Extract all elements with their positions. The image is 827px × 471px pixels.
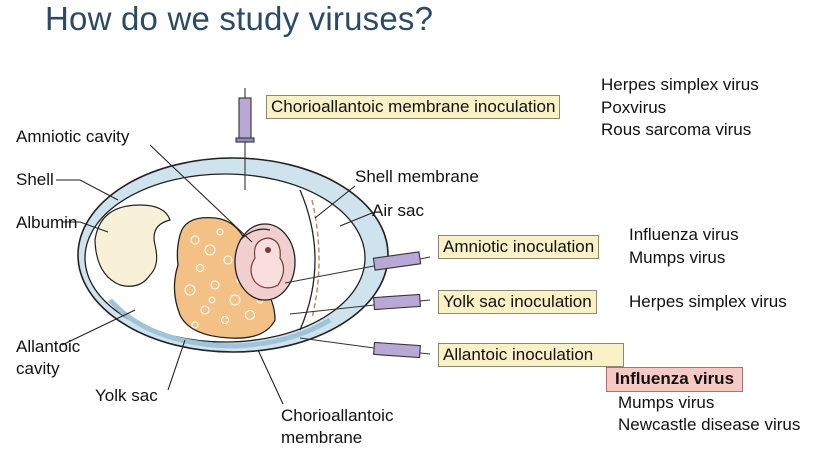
virus-item: Influenza virus (629, 225, 739, 244)
syringe-yolk (289, 293, 431, 315)
virus-item: Herpes simplex virus (601, 75, 759, 94)
yolk-sac (173, 216, 276, 339)
virus-list-allantoic: Influenza virus Mumps virus Newcastle di… (606, 367, 801, 437)
chorio-band (108, 298, 332, 349)
label-chorioallantoic-1: Chorioallantoic (281, 406, 394, 425)
label-amniotic-cavity: Amniotic cavity (16, 127, 130, 146)
embryo-eye (265, 247, 271, 253)
virus-list-yolk: Herpes simplex virus (629, 291, 787, 314)
virus-item: Herpes simplex virus (629, 292, 787, 311)
label-yolk-sac: Yolk sac (95, 386, 158, 405)
virus-item: Mumps virus (618, 392, 715, 412)
label-albumin: Albumin (16, 213, 78, 232)
syringe-allantoic (299, 337, 431, 359)
syringe-amniotic (284, 251, 431, 284)
label-chorioallantoic-2: membrane (281, 428, 363, 447)
page-title: How do we study viruses? (45, 0, 434, 37)
box-amniotic-inoculation: Amniotic inoculation (438, 235, 600, 259)
virus-list-cam: Herpes simplex virus Poxvirus Rous sarco… (601, 74, 759, 142)
syringe-cam (235, 88, 255, 190)
air-sac-edge (299, 189, 316, 331)
label-shell: Shell (16, 170, 54, 189)
label-air-sac: Air sac (372, 201, 424, 220)
embryo-top (239, 228, 271, 241)
air-sac-boundary (311, 199, 320, 319)
albumin (94, 204, 171, 287)
label-shell-membrane: Shell membrane (355, 167, 479, 186)
box-allantoic-inoculation: Allantoic inoculation (438, 343, 624, 367)
label-allantoic-cavity-2: cavity (16, 359, 60, 378)
virus-item: Newcastle disease virus (618, 415, 801, 434)
virus-list-amniotic: Influenza virus Mumps virus (629, 224, 739, 269)
box-cam-inoculation: Chorioallantoic membrane inoculation (266, 95, 561, 119)
highlighted-virus: Influenza virus (606, 367, 744, 392)
virus-item: Rous sarcoma virus (601, 120, 752, 139)
embryo (250, 237, 285, 289)
virus-item: Poxvirus (601, 97, 667, 117)
virus-item: Mumps virus (629, 247, 726, 267)
label-allantoic-cavity-1: Allantoic (16, 337, 81, 356)
box-yolk-inoculation: Yolk sac inoculation (438, 290, 597, 314)
